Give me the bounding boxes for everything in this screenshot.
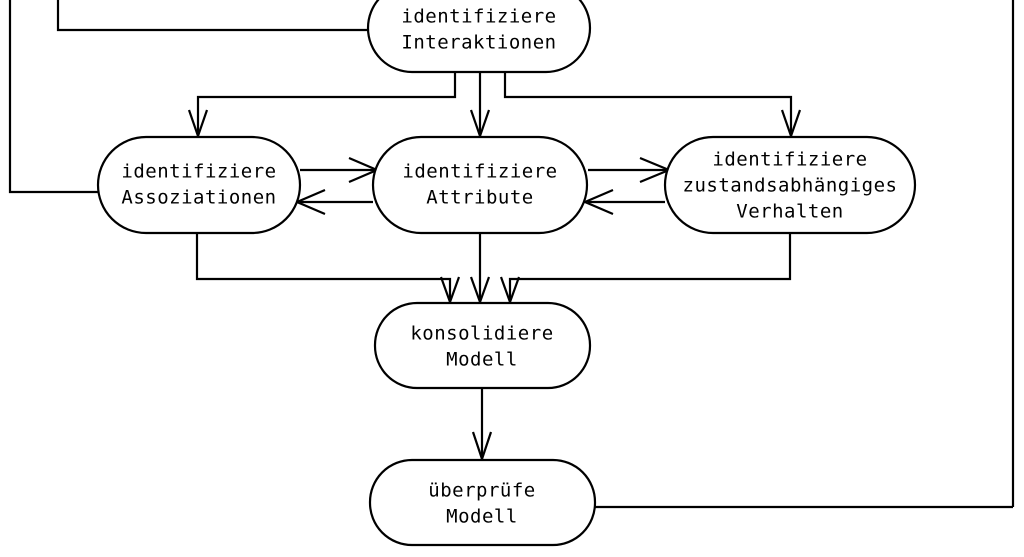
node-identifiziere-assoziationen[interactable]: identifiziere Assoziationen — [96, 135, 302, 235]
edge-interaktionen-to-zustandsverhalten — [503, 72, 793, 134]
node-shape-ueberpruefe — [368, 458, 597, 547]
node-layer: identifiziere Interaktionen identifizier… — [96, 0, 917, 547]
node-identifiziere-interaktionen[interactable]: identifiziere Interaktionen — [366, 0, 592, 74]
edge-offscreen-left-to-assoziationen — [8, 0, 100, 194]
node-shape-assoziationen — [96, 135, 302, 235]
node-identifiziere-zustandsabhaengiges-verhalten[interactable]: identifiziere zustandsabhängiges Verhalt… — [663, 135, 917, 235]
edge-interaktionen-to-assoziationen — [196, 72, 457, 134]
node-label-interaktionen-line2: Interaktionen — [401, 32, 556, 54]
node-label-zustandsverhalten-line3: Verhalten — [736, 201, 843, 223]
edge-assoziationen-to-konsolidiere — [195, 233, 452, 300]
edge-offscreen-left-to-interaktionen — [56, 0, 369, 32]
node-label-ueberpruefe-line1: überprüfe — [428, 480, 535, 502]
node-label-zustandsverhalten-line2: zustandsabhängiges — [683, 175, 898, 197]
node-label-assoziationen-line2: Assoziationen — [121, 187, 276, 209]
edge-zustandsverhalten-to-konsolidiere — [508, 233, 792, 300]
node-label-assoziationen-line1: identifiziere — [121, 161, 276, 183]
node-identifiziere-attribute[interactable]: identifiziere Attribute — [371, 135, 589, 235]
node-label-attribute-line1: identifiziere — [402, 161, 557, 183]
node-shape-zustandsverhalten — [663, 135, 917, 235]
node-label-attribute-line2: Attribute — [426, 187, 533, 209]
node-label-ueberpruefe-line2: Modell — [446, 506, 518, 528]
edge-layer — [8, 0, 1015, 509]
node-label-konsolidiere-line1: konsolidiere — [410, 323, 553, 345]
node-label-interaktionen-line1: identifiziere — [401, 6, 556, 28]
node-konsolidiere-modell[interactable]: konsolidiere Modell — [373, 301, 592, 390]
node-label-konsolidiere-line2: Modell — [446, 349, 518, 371]
node-ueberpruefe-modell[interactable]: überprüfe Modell — [368, 458, 597, 547]
node-shape-konsolidiere — [373, 301, 592, 390]
node-shape-interaktionen — [366, 0, 592, 74]
node-label-zustandsverhalten-line1: identifiziere — [712, 149, 867, 171]
node-shape-attribute — [371, 135, 589, 235]
